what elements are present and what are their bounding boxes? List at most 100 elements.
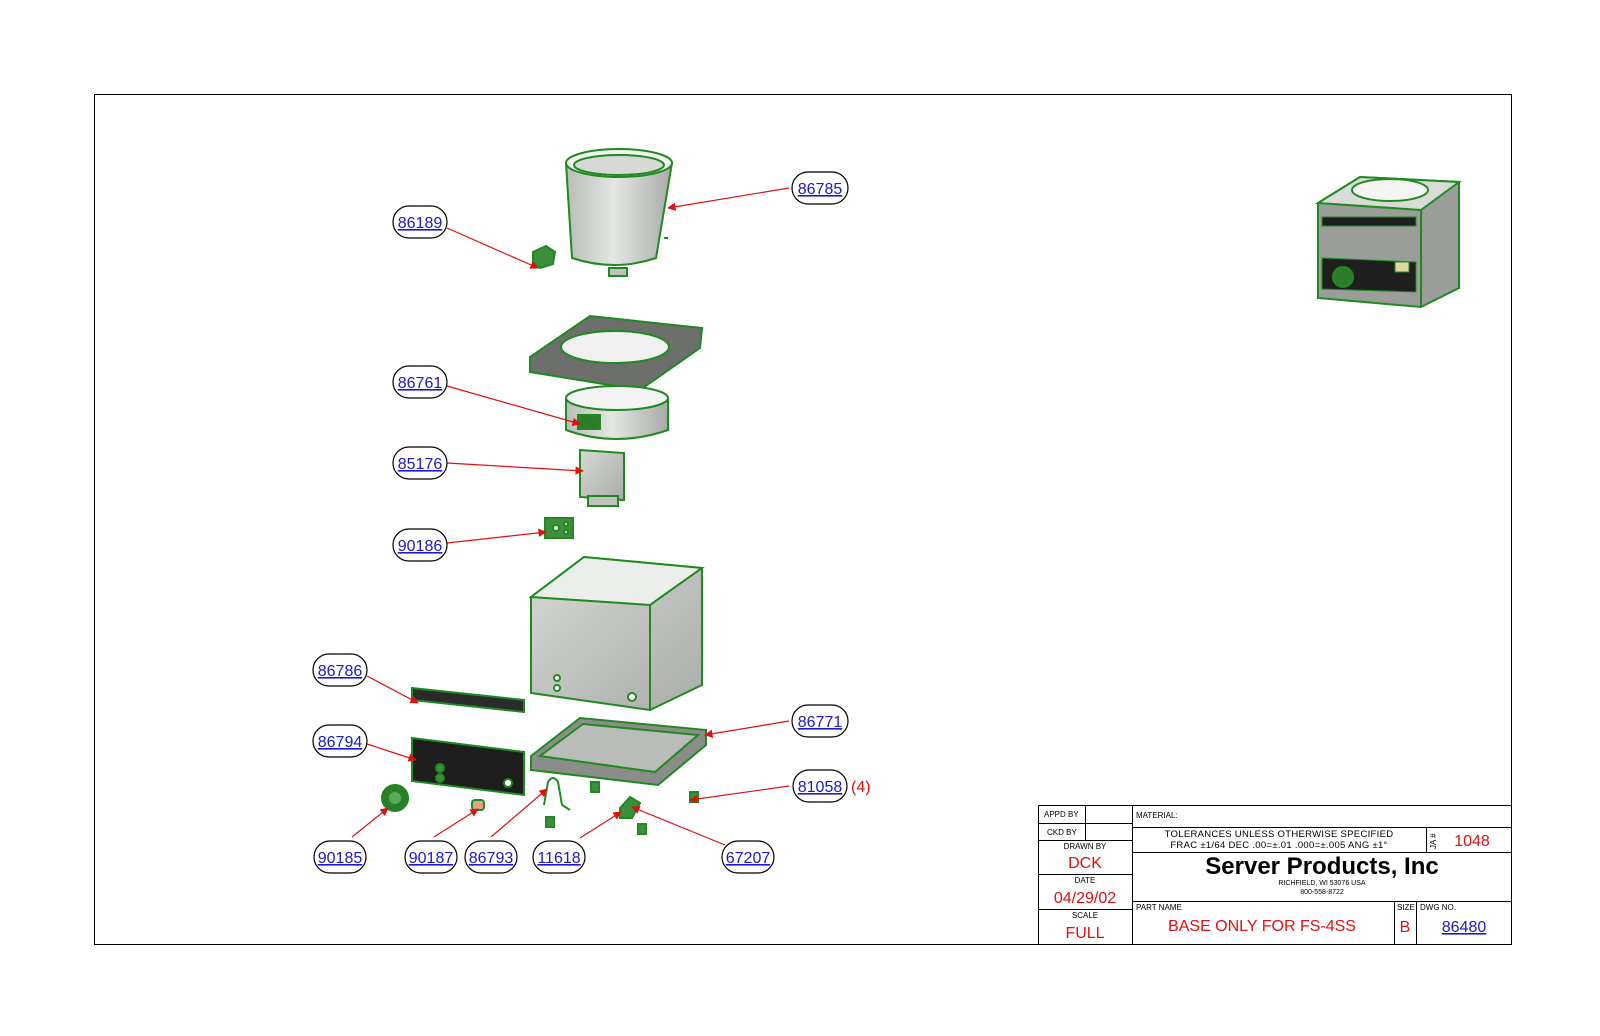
callout-label: 90187	[409, 850, 454, 867]
leader-81058	[689, 785, 790, 804]
company-address: RICHFIELD, WI 53076 USA	[1278, 880, 1365, 887]
callout-label: 86785	[798, 181, 843, 198]
part-insulation-sheet	[579, 448, 625, 507]
part-pilot-light	[471, 799, 485, 811]
callout-86785: 86785	[791, 171, 849, 205]
callout-label: 86786	[318, 663, 363, 680]
leader-67207	[631, 805, 726, 846]
callout-bubble	[312, 653, 368, 687]
part-name-value: BASE ONLY FOR FS-4SS	[1168, 918, 1356, 935]
size-value: B	[1400, 919, 1411, 936]
callout-label: 67207	[726, 850, 771, 867]
callout-bubble	[404, 840, 458, 874]
leader-85176	[446, 462, 584, 475]
callout-label: 86794	[318, 734, 363, 751]
callout-86786: 86786	[312, 653, 368, 687]
leader-90185	[351, 807, 389, 838]
callout-86761: 86761	[392, 365, 448, 399]
part-gasket-plate	[529, 314, 704, 392]
leader-86794	[366, 743, 417, 762]
company-name: Server Products, Inc	[1205, 853, 1438, 880]
callout-85176: 85176	[392, 446, 448, 480]
part-housing	[528, 555, 705, 712]
ckd-by-label: CKD BY	[1047, 828, 1077, 837]
part-heater-band	[565, 385, 669, 440]
drawn-by-label: DRAWN BY	[1064, 842, 1107, 851]
part-control-panel	[411, 736, 525, 797]
leader-86785	[667, 187, 790, 211]
callout-bubble	[791, 704, 849, 738]
callout-bubble	[464, 840, 518, 874]
part-bottom-tray	[530, 716, 707, 787]
ja-label: JA #	[1429, 833, 1438, 849]
callouts: 86785 86189 86761 85176 90186 86786 86771 86794…	[312, 171, 871, 874]
leader-86761	[446, 385, 581, 426]
title-block-text: APPD BY CKD BY DRAWN BY DCK DATE 04/29/0…	[1044, 810, 1490, 942]
callout-quantity: (4)	[851, 779, 871, 796]
part-wire-bracket	[543, 777, 571, 811]
callout-11618: 11618	[532, 840, 586, 874]
scale-value: FULL	[1065, 925, 1104, 942]
tolerance-line-1: TOLERANCES UNLESS OTHERWISE SPECIFIED	[1165, 829, 1394, 840]
callout-86771: 86771	[791, 704, 849, 738]
callout-81058: 81058 (4)	[792, 769, 871, 803]
leader-86771	[704, 720, 790, 738]
company-phone: 800-558-8722	[1300, 889, 1344, 896]
assembled-view	[1314, 175, 1462, 309]
callout-label: 81058	[798, 779, 843, 796]
callout-bubble	[792, 769, 848, 803]
part-name-label: PART NAME	[1136, 903, 1182, 912]
callout-label: 90185	[318, 850, 363, 867]
callout-bubble	[392, 365, 448, 399]
part-clip	[532, 244, 557, 270]
appd-by-label: APPD BY	[1044, 810, 1079, 819]
leader-90186	[446, 528, 547, 544]
size-label: SIZE	[1397, 903, 1415, 912]
callout-bubble	[392, 446, 448, 480]
dwg-no-label: DWG NO.	[1420, 903, 1456, 912]
material-label: MATERIAL:	[1136, 811, 1178, 820]
callout-86794: 86794	[312, 724, 368, 758]
callout-90187: 90187	[404, 840, 458, 874]
leader-11618	[579, 811, 622, 839]
callout-label: 86189	[398, 215, 443, 232]
scale-label: SCALE	[1072, 911, 1098, 920]
callout-67207: 67207	[721, 840, 775, 874]
leader-86793	[490, 788, 548, 838]
leader-86786	[366, 675, 419, 704]
callout-bubble	[392, 205, 448, 239]
callout-label: 85176	[398, 456, 443, 473]
callout-label: 11618	[537, 850, 580, 867]
part-thermostat-block	[544, 517, 574, 539]
callout-label: 86793	[469, 850, 514, 867]
title-block	[1038, 805, 1512, 945]
exploded-view	[381, 148, 707, 835]
callout-bubble	[791, 171, 849, 205]
date-value: 04/29/02	[1054, 890, 1116, 907]
date-label: DATE	[1075, 876, 1096, 885]
callout-label: 86761	[398, 375, 443, 392]
dwg-no-value: 86480	[1442, 919, 1487, 936]
callout-86793: 86793	[464, 840, 518, 874]
callout-bubble	[312, 724, 368, 758]
callout-bubble	[532, 840, 586, 874]
leader-lines	[351, 187, 790, 846]
drawn-by-value: DCK	[1068, 855, 1102, 872]
callout-90186: 90186	[392, 528, 448, 562]
leader-90187	[433, 808, 479, 838]
part-switch	[619, 795, 642, 819]
callout-label: 86771	[798, 714, 843, 731]
ja-number: 1048	[1454, 833, 1490, 850]
leader-86189	[446, 227, 539, 269]
callout-bubble	[392, 528, 448, 562]
callout-bubble	[721, 840, 775, 874]
callout-86189: 86189	[392, 205, 448, 239]
drawing-border	[94, 94, 1512, 945]
callout-bubble	[313, 840, 367, 874]
part-label-strip	[411, 686, 525, 714]
callout-90185: 90185	[313, 840, 367, 874]
part-well-pot	[564, 148, 674, 277]
callout-label: 90186	[398, 538, 443, 555]
tolerance-line-2: FRAC ±1/64 DEC .00=±.01 .000=±.005 ANG ±…	[1170, 840, 1387, 851]
